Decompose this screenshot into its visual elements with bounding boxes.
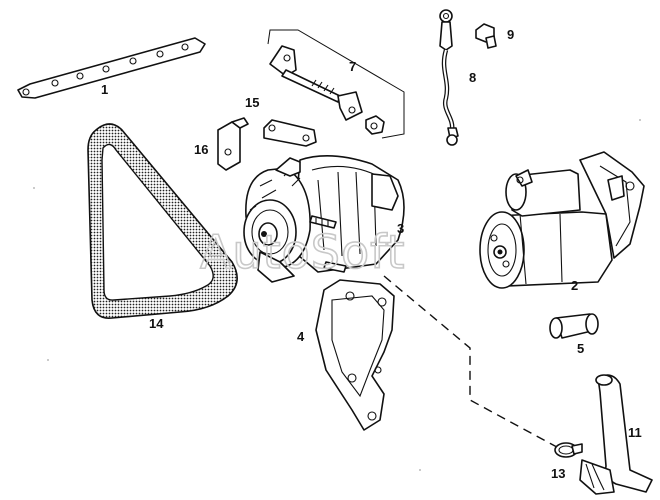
callout-4: 4: [297, 329, 305, 344]
callout-2: 2: [571, 278, 578, 293]
part-9-bolt: [475, 23, 497, 49]
callout-15: 15: [245, 95, 259, 110]
part-13-clamp: [554, 442, 583, 458]
background-dots: [33, 119, 641, 471]
part-15-plate: [263, 119, 317, 147]
callout-5: 5: [577, 341, 584, 356]
callout-1: 1: [101, 82, 108, 97]
part-14-belt: [87, 123, 238, 319]
callout-labels: 1 2 3 4 5 7 8 9 11 13 14 15 16: [101, 27, 642, 481]
part-1-strap: [17, 37, 206, 99]
part-2-starter-motor: [479, 151, 645, 289]
callout-8: 8: [469, 70, 476, 85]
callout-14: 14: [149, 316, 164, 331]
dashed-connector: [383, 275, 567, 453]
part-16-bracket: [217, 117, 249, 171]
callout-13: 13: [551, 466, 565, 481]
part-11-pipe: [579, 374, 653, 495]
part-4-mounting-bracket: [315, 279, 395, 431]
part-5-bushing: [549, 313, 599, 339]
callout-3: 3: [397, 221, 404, 236]
part-8-cable: [439, 9, 459, 146]
callout-7: 7: [349, 59, 356, 74]
callout-16: 16: [194, 142, 208, 157]
callout-9: 9: [507, 27, 514, 42]
part-7-adjusting-rod: [267, 29, 405, 139]
callout-11: 11: [628, 425, 642, 440]
part-3-alternator: [243, 155, 405, 283]
watermark-logo: AutoSoft: [200, 225, 406, 279]
